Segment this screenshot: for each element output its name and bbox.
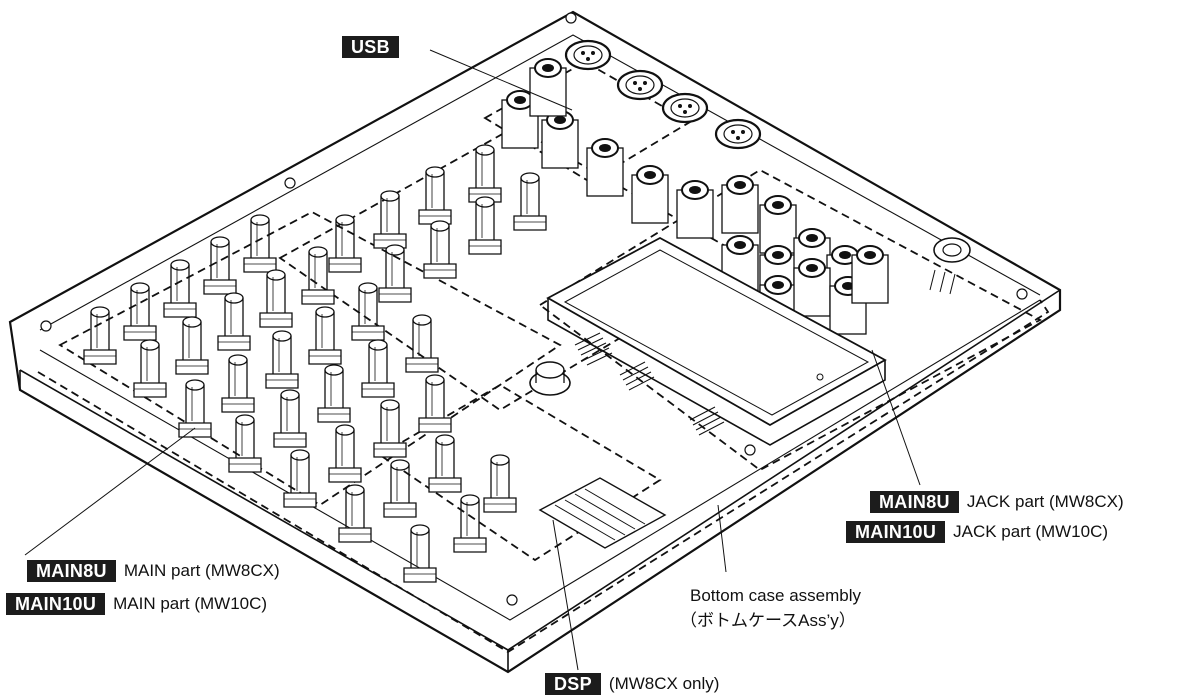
main8u-jack-tag: MAIN8U: [870, 491, 959, 513]
main8u-main-label: MAIN8U MAIN part (MW8CX): [27, 560, 280, 582]
usb-tag: USB: [342, 36, 399, 58]
usb-label: USB: [342, 36, 399, 58]
main8u-main-desc: MAIN part (MW8CX): [123, 561, 280, 580]
main8u-jack-label: MAIN8U JACK part (MW8CX): [870, 491, 1124, 513]
dsp-desc: (MW8CX only): [608, 674, 720, 693]
main10u-jack-tag: MAIN10U: [846, 521, 946, 543]
main10u-jack-desc: JACK part (MW10C): [953, 522, 1109, 541]
main10u-main-label: MAIN10U MAIN part (MW10C): [6, 593, 267, 615]
main10u-main-tag: MAIN10U: [6, 593, 106, 615]
main10u-main-desc: MAIN part (MW10C): [113, 594, 268, 613]
dsp-label: DSP (MW8CX only): [545, 673, 719, 695]
bottom-case-dashed: [37, 299, 1050, 654]
dsp-region: [378, 383, 662, 562]
bottom-case-label-line1: Bottom case assembly: [690, 586, 862, 605]
main8u-main-tag: MAIN8U: [27, 560, 116, 582]
main8u-jack-desc: JACK part (MW8CX): [966, 492, 1124, 511]
bottom-case-label-line2: （ボトムケースAss’y）: [680, 611, 856, 630]
leader-lines: [24, 49, 921, 671]
main10u-jack-label: MAIN10U JACK part (MW10C): [846, 521, 1108, 543]
main-part-region: [58, 210, 562, 507]
dsp-tag: DSP: [545, 673, 601, 695]
